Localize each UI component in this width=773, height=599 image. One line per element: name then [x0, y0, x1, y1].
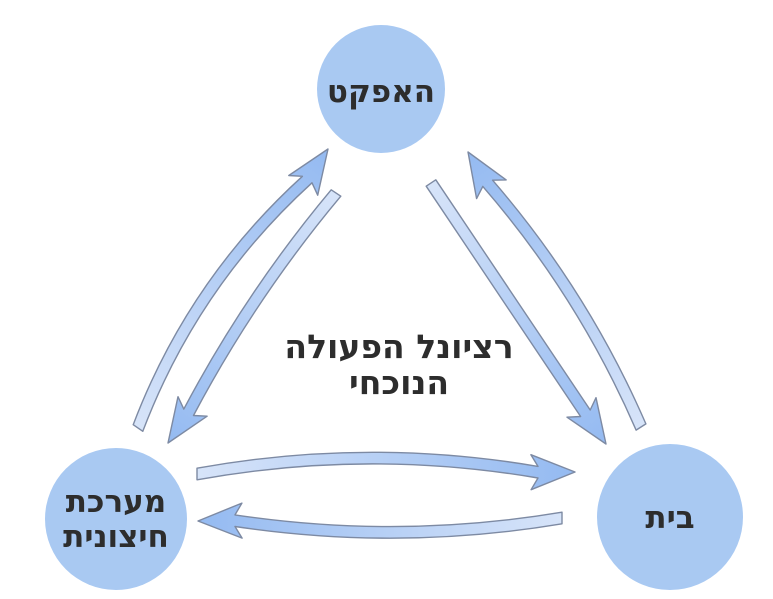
node-external-system-label-line2: חיצונית — [63, 519, 169, 555]
arrow-home-to-effect — [467, 151, 647, 431]
arrow-home-to-external — [197, 502, 563, 539]
node-external-system-circle — [45, 448, 187, 590]
arrow-external-to-home — [196, 451, 576, 491]
arrows-group — [132, 148, 647, 539]
arrow-external-to-effect — [132, 148, 329, 432]
node-effect-label: האפקט — [327, 74, 435, 110]
node-home-circle — [597, 444, 743, 590]
arrow-effect-to-external — [167, 189, 342, 444]
arrow-effect-to-home — [425, 179, 607, 445]
center-label-line1: רציונל הפעולה — [284, 327, 513, 366]
center-label-line2: הנוכחי — [349, 363, 449, 402]
node-home-label: בית — [645, 500, 694, 536]
node-external-system-label-line1: מערכת — [66, 484, 166, 520]
node-effect-circle — [317, 25, 445, 153]
